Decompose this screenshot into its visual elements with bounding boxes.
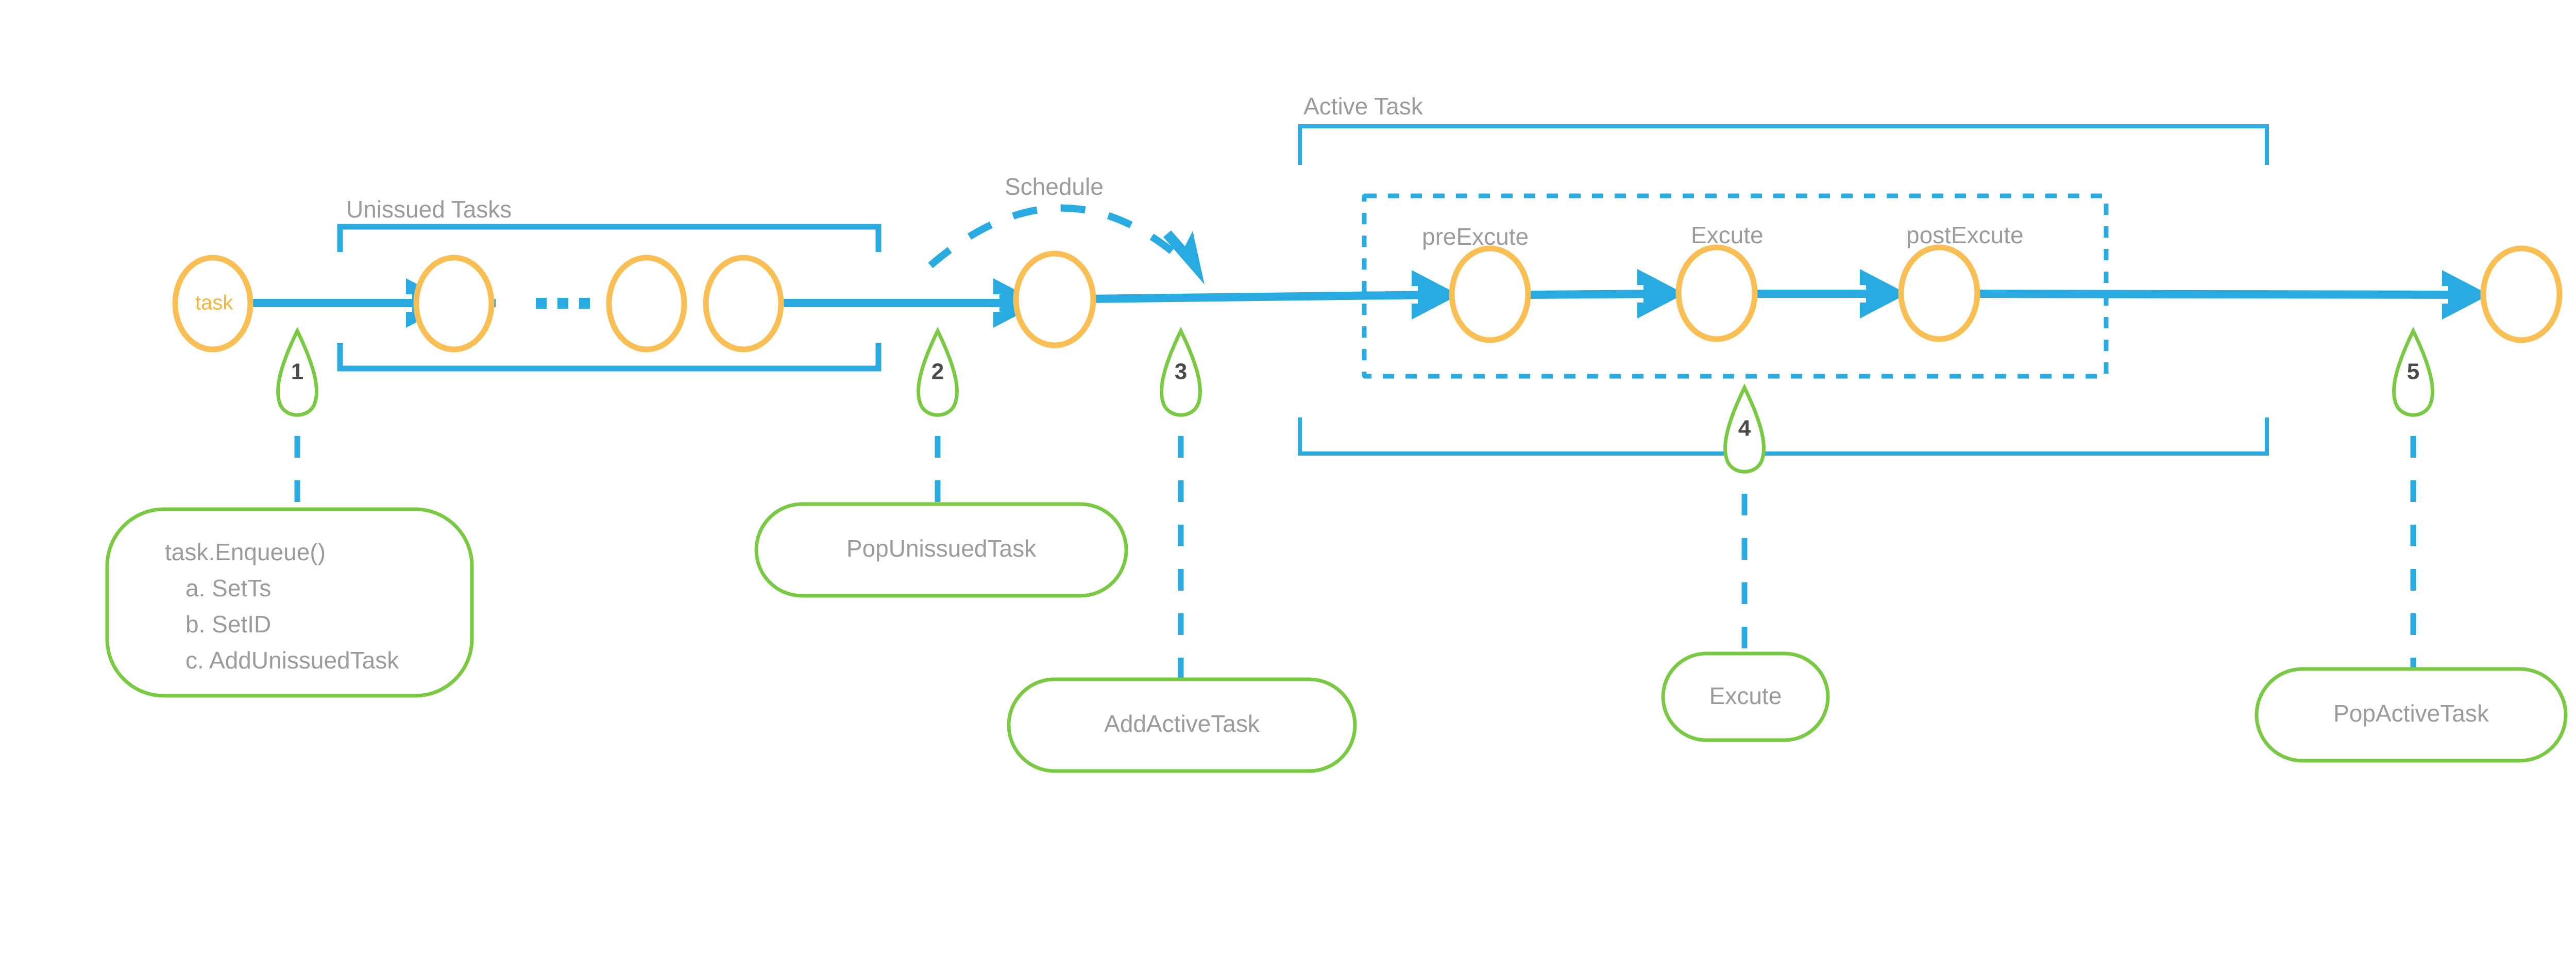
task-node[interactable]: task (172, 255, 253, 353)
marker-5[interactable]: 5 (2392, 327, 2434, 680)
marker-3-number: 3 (1175, 359, 1187, 384)
group-bracket-unissued (337, 224, 882, 372)
callout-excute[interactable]: Excute (1661, 651, 1830, 742)
callout-enqueue[interactable]: task.Enqueue() a. SetTs b. SetID c. AddU… (105, 507, 474, 698)
callout-enqueue-line-3: b. SetID (185, 611, 271, 638)
group-label-active-task: Active Task (1303, 93, 1423, 120)
marker-1[interactable]: 1 (276, 327, 318, 518)
main-flow-line (244, 290, 2468, 307)
unissued-task-node-2[interactable] (606, 255, 687, 353)
callout-excute-label: Excute (1709, 682, 1782, 709)
callout-enqueue-line-1: task.Enqueue() (165, 539, 326, 565)
callout-pop-active-task-label: PopActiveTask (2333, 700, 2489, 727)
scheduled-task-node[interactable] (1013, 250, 1096, 348)
marker-4[interactable]: 4 (1723, 383, 1766, 656)
marker-5-number: 5 (2407, 359, 2419, 384)
callout-add-active-task[interactable]: AddActiveTask (1007, 677, 1357, 773)
callout-enqueue-line-2: a. SetTs (185, 575, 271, 601)
pre-excute-node[interactable] (1449, 245, 1531, 343)
schedule-label: Schedule (1005, 173, 1104, 200)
callout-pop-unissued-task[interactable]: PopUnissuedTask (754, 502, 1128, 598)
marker-4-number: 4 (1738, 416, 1751, 441)
ellipsis-dots (536, 298, 590, 309)
callout-enqueue-line-4: c. AddUnissuedTask (185, 647, 399, 674)
stage-label-excute: Excute (1691, 222, 1764, 248)
marker-1-number: 1 (291, 359, 303, 384)
excute-node[interactable] (1675, 244, 1758, 342)
exec-stages-dotted-box (1362, 193, 2109, 379)
unissued-task-node-1[interactable] (413, 255, 495, 353)
callout-add-active-task-label: AddActiveTask (1104, 710, 1260, 737)
group-label-unissued-tasks: Unissued Tasks (346, 196, 512, 223)
callout-pop-unissued-task-label: PopUnissuedTask (846, 535, 1037, 562)
stage-label-post-excute: postExcute (1906, 222, 2024, 248)
marker-2-number: 2 (931, 359, 944, 384)
completed-task-node[interactable] (2480, 245, 2563, 343)
schedule-transition: Schedule (928, 173, 1205, 284)
callout-pop-active-task[interactable]: PopActiveTask (2255, 667, 2568, 763)
marker-2[interactable]: 2 (917, 327, 959, 515)
group-bracket-active (1298, 124, 2269, 456)
task-node-label: task (195, 292, 233, 314)
marker-3[interactable]: 3 (1160, 327, 1202, 691)
stage-label-pre-excute: preExcute (1422, 223, 1529, 250)
post-excute-node[interactable] (1898, 244, 1980, 342)
unissued-task-node-3[interactable] (703, 255, 784, 353)
